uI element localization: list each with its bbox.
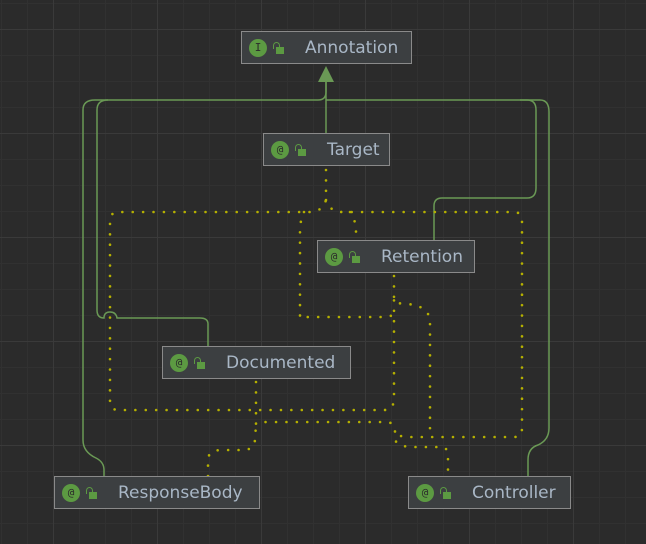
- annotation-icon: @: [271, 140, 289, 159]
- node-target[interactable]: @ Target: [263, 133, 390, 166]
- interface-icon: I: [249, 38, 267, 57]
- implements-edges: [82, 80, 550, 478]
- node-label: ResponseBody: [118, 482, 243, 503]
- annotation-icon: @: [325, 247, 343, 266]
- node-label: Annotation: [305, 37, 399, 58]
- implements-arrowhead: [318, 66, 334, 82]
- unlocked-icon: [86, 486, 98, 500]
- node-responsebody[interactable]: @ ResponseBody: [54, 476, 260, 509]
- unlocked-icon: [349, 250, 361, 264]
- edge-documented-annotation: [96, 99, 209, 346]
- dotted-controller-retention: [392, 274, 432, 439]
- unlocked-icon: [295, 143, 307, 157]
- annotation-icon: @: [62, 483, 80, 502]
- edge-responsebody-annotation: [82, 80, 327, 478]
- node-retention[interactable]: @ Retention: [317, 240, 475, 273]
- node-annotation[interactable]: I Annotation: [241, 31, 412, 64]
- annotation-icon: @: [416, 483, 434, 502]
- dotted-documented-down: [254, 380, 450, 480]
- edge-controller-annotation: [520, 99, 550, 478]
- node-label: Documented: [226, 352, 336, 373]
- node-label: Controller: [472, 482, 556, 503]
- node-label: Retention: [381, 246, 463, 267]
- node-label: Target: [327, 139, 380, 160]
- dotted-responsebody-documented: [206, 422, 258, 478]
- edge-retention-annotation: [326, 99, 537, 240]
- annotation-icon: @: [170, 353, 188, 372]
- dotted-documented-target: [298, 210, 396, 321]
- dotted-retention-target: [348, 210, 358, 234]
- node-documented[interactable]: @ Documented: [162, 346, 351, 379]
- unlocked-icon: [194, 356, 206, 370]
- unlocked-icon: [440, 486, 452, 500]
- node-controller[interactable]: @ Controller: [408, 476, 571, 509]
- dotted-target-right: [324, 198, 524, 439]
- annotated-by-edges: [108, 168, 524, 480]
- unlocked-icon: [273, 41, 285, 55]
